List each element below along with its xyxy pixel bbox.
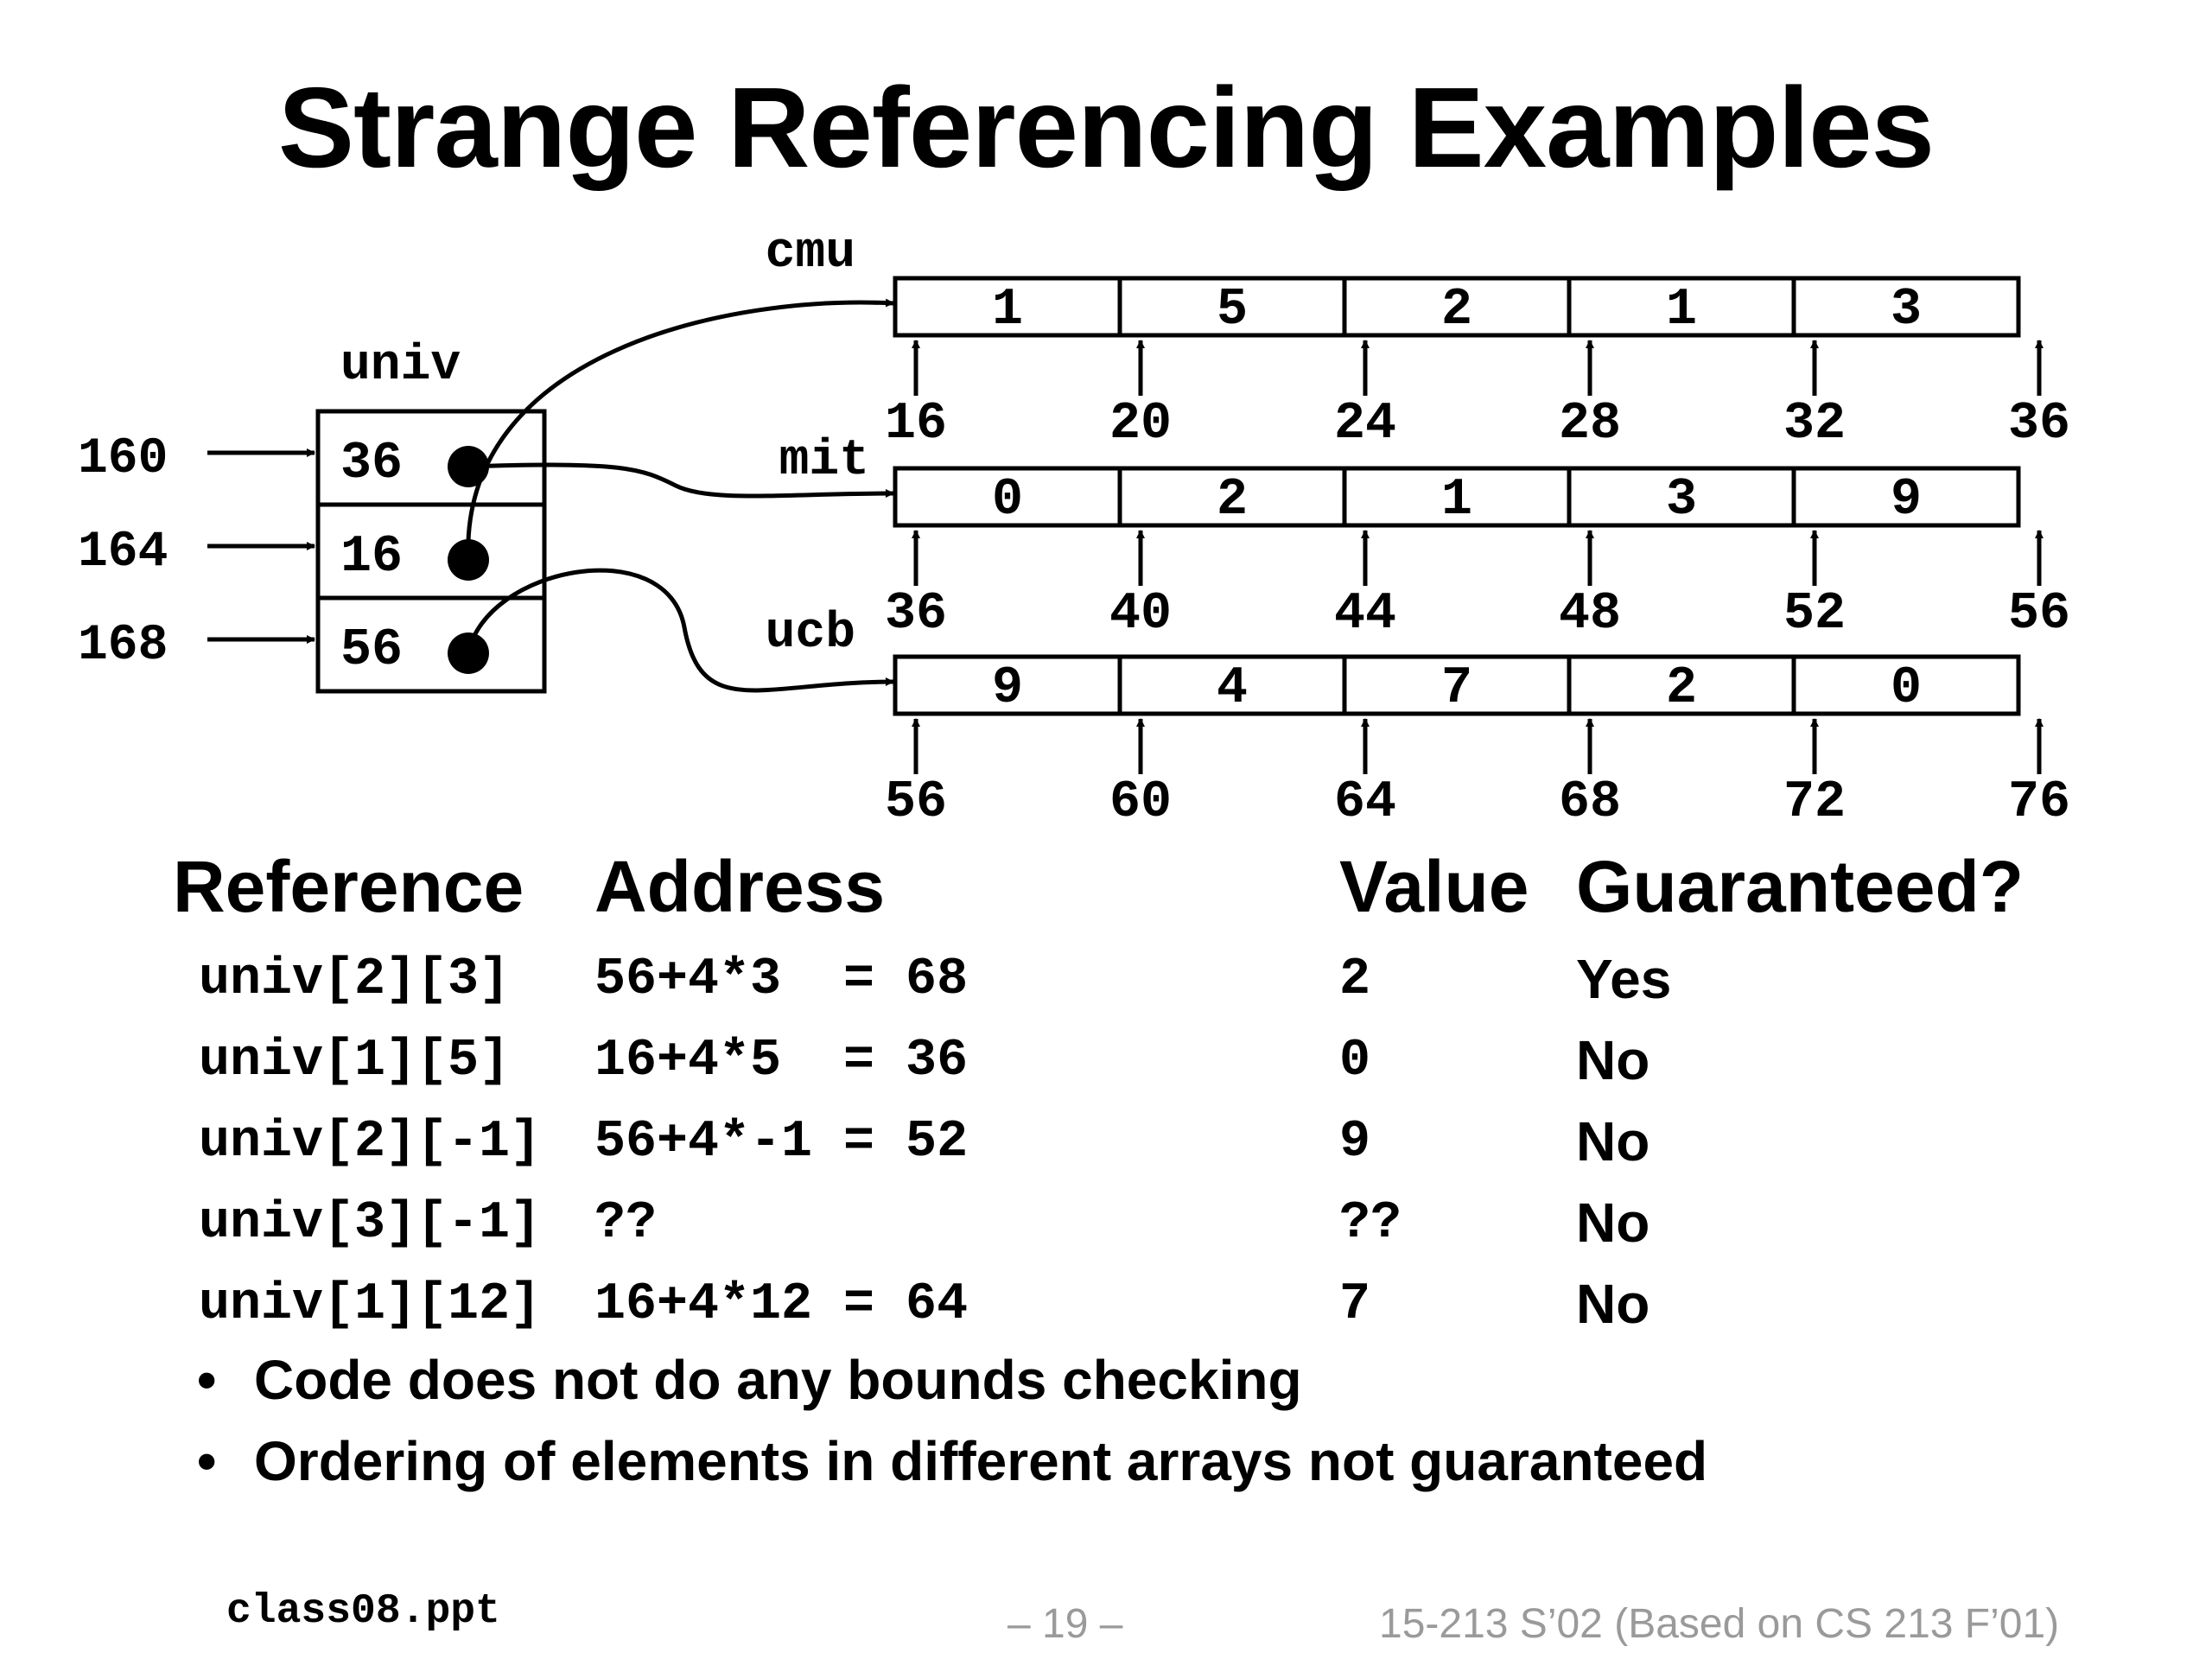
array-cell-value: 5 [1217, 281, 1248, 340]
pointer-arrow-mit [467, 462, 894, 499]
header-value: Value [1339, 846, 1529, 927]
address-cell: 16+4*12 = 64 [594, 1275, 969, 1334]
slide-title: Strange Referencing Examples [277, 64, 1935, 191]
array-cell-value: 7 [1441, 659, 1472, 718]
value-cell: 7 [1339, 1275, 1371, 1334]
array-cell [1791, 654, 2021, 716]
pointer-arrows [466, 298, 894, 693]
footer-filename: class08.ppt [226, 1588, 500, 1635]
univ-cell-value: 56 [340, 621, 403, 680]
univ-address-label: 164 [78, 524, 168, 581]
reference-cell: univ[2][-1] [199, 1113, 542, 1172]
array-cmu: cmu 1 5 2 1 3 16 20 24 28 32 36 [766, 226, 2070, 454]
reference-cell: univ[2][3] [199, 950, 511, 1009]
array-cell-value: 0 [992, 471, 1023, 530]
array-address-label: 76 [2008, 773, 2070, 832]
reference-cell: univ[3][-1] [199, 1194, 542, 1253]
array-address-label: 56 [2008, 585, 2070, 644]
array-address-label: 40 [1109, 585, 1172, 644]
address-cell: 56+4*-1 = 52 [594, 1113, 969, 1172]
address-cell: ?? [594, 1194, 658, 1253]
array-cell [1791, 466, 2021, 528]
footer-course: 15-213 S’02 (Based on CS 213 F’01) [1379, 1601, 2060, 1647]
univ-cell-value: 16 [340, 528, 403, 587]
guaranteed-cell: Yes [1576, 948, 1672, 1010]
reference-cell: univ[1][5] [199, 1032, 511, 1090]
array-address-label: 32 [1783, 395, 1846, 454]
array-address-label: 68 [1559, 773, 1621, 832]
univ-cell [315, 595, 547, 694]
guaranteed-cell: No [1576, 1192, 1650, 1254]
bullet-text: Code does not do any bounds checking [254, 1349, 1302, 1411]
table-row: univ[3][-1] ?? ?? No [0, 1192, 2212, 1272]
array-cell-value: 2 [1441, 281, 1472, 340]
univ-label: univ [340, 338, 461, 394]
array-mit: mit 0 2 1 3 9 36 40 44 48 52 56 [779, 433, 2070, 644]
array-cell [1791, 276, 2021, 338]
header-guaranteed: Guaranteed? [1576, 846, 2024, 927]
array-name-label: mit [779, 433, 869, 489]
value-cell: ?? [1339, 1194, 1402, 1253]
guaranteed-cell: No [1576, 1273, 1650, 1335]
bullet-marker: • [197, 1349, 217, 1411]
array-address-label: 16 [885, 395, 947, 454]
bullet-text: Ordering of elements in different arrays… [254, 1430, 1708, 1492]
array-cell-value: 9 [992, 659, 1023, 718]
array-address-label: 36 [885, 585, 947, 644]
array-address-label: 64 [1334, 773, 1396, 832]
univ-address-label: 168 [78, 618, 168, 674]
value-cell: 0 [1339, 1032, 1371, 1090]
array-name-label: ucb [766, 606, 855, 662]
bullet-marker: • [197, 1430, 217, 1492]
array-address-label: 20 [1109, 395, 1172, 454]
array-cell-value: 1 [1666, 281, 1697, 340]
array-cell-value: 1 [992, 281, 1023, 340]
table-row: univ[1][5] 16+4*5 = 36 0 No [0, 1029, 2212, 1109]
univ-address-label: 160 [78, 431, 168, 487]
reference-cell: univ[1][12] [199, 1275, 542, 1334]
array-cell-value: 2 [1666, 659, 1697, 718]
guaranteed-cell: No [1576, 1029, 1650, 1091]
array-cell-value: 0 [1891, 659, 1922, 718]
pointer-arrow-ucb [466, 568, 894, 693]
table-row: univ[2][3] 56+4*3 = 68 2 Yes [0, 948, 2212, 1028]
value-cell: 9 [1339, 1113, 1371, 1172]
guaranteed-cell: No [1576, 1110, 1650, 1173]
array-address-label: 44 [1334, 585, 1396, 644]
array-address-label: 72 [1783, 773, 1846, 832]
array-cell-value: 1 [1441, 471, 1472, 530]
array-address-label: 60 [1109, 773, 1172, 832]
array-name-label: cmu [766, 226, 855, 282]
array-address-label: 56 [885, 773, 947, 832]
array-address-label: 24 [1334, 395, 1396, 454]
array-cell-value: 3 [1891, 281, 1922, 340]
array-cell-value: 9 [1891, 471, 1922, 530]
header-address: Address [594, 846, 886, 927]
address-cell: 56+4*3 = 68 [594, 950, 969, 1009]
univ-array: univ 36 160 16 164 56 168 [78, 338, 547, 694]
pointer-arrow-cmu [466, 298, 894, 561]
univ-cell-value: 36 [340, 435, 403, 493]
table-row: univ[1][12] 16+4*12 = 64 7 No [0, 1273, 2212, 1353]
array-cell-value: 4 [1217, 659, 1248, 718]
array-address-label: 48 [1559, 585, 1621, 644]
value-cell: 2 [1339, 950, 1371, 1009]
table-row: univ[2][-1] 56+4*-1 = 52 9 No [0, 1110, 2212, 1191]
header-reference: Reference [173, 846, 524, 927]
array-cell-value: 3 [1666, 471, 1697, 530]
footer-page-number: – 19 – [1007, 1601, 1123, 1647]
array-address-label: 52 [1783, 585, 1846, 644]
address-cell: 16+4*5 = 36 [594, 1032, 969, 1090]
array-cell-value: 2 [1217, 471, 1248, 530]
array-address-label: 36 [2008, 395, 2070, 454]
array-address-label: 28 [1559, 395, 1621, 454]
